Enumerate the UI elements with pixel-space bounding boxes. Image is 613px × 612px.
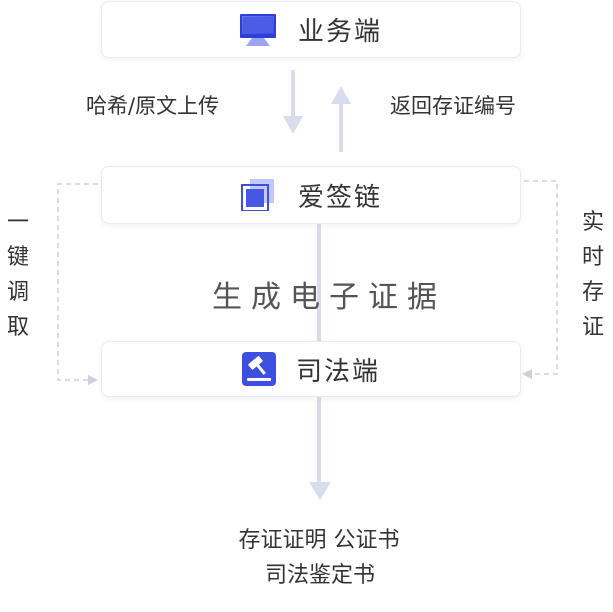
edge-label-one-click-retrieve: 一键调取 bbox=[6, 210, 29, 340]
node-chain-label: 爱签链 bbox=[297, 182, 382, 213]
arrow-upload-down bbox=[283, 70, 303, 134]
stacked-squares-icon bbox=[240, 179, 274, 211]
node-judicial-label: 司法端 bbox=[295, 356, 380, 387]
dashed-connector-right bbox=[522, 180, 558, 379]
output-line-2: 司法鉴定书 bbox=[264, 563, 375, 588]
arrow-output-down bbox=[309, 396, 331, 500]
edge-label-generate-evidence: 生成电子证据 bbox=[212, 280, 446, 315]
gavel-icon bbox=[241, 352, 276, 386]
edge-label-hash-upload: 哈希/原文上传 bbox=[86, 94, 220, 118]
line-generate bbox=[317, 222, 321, 342]
arrow-return-up bbox=[331, 86, 351, 152]
node-chain: 爱签链 bbox=[101, 166, 521, 224]
dashed-connector-left bbox=[57, 183, 98, 385]
edge-label-realtime-deposit: 实时存证 bbox=[581, 210, 604, 340]
edge-label-return-number: 返回存证编号 bbox=[390, 94, 516, 118]
output-line-1: 存证证明 公证书 bbox=[238, 528, 400, 553]
node-business: 业务端 bbox=[101, 1, 521, 58]
monitor-icon bbox=[239, 13, 276, 46]
node-judicial: 司法端 bbox=[101, 341, 521, 397]
node-business-label: 业务端 bbox=[297, 17, 382, 47]
